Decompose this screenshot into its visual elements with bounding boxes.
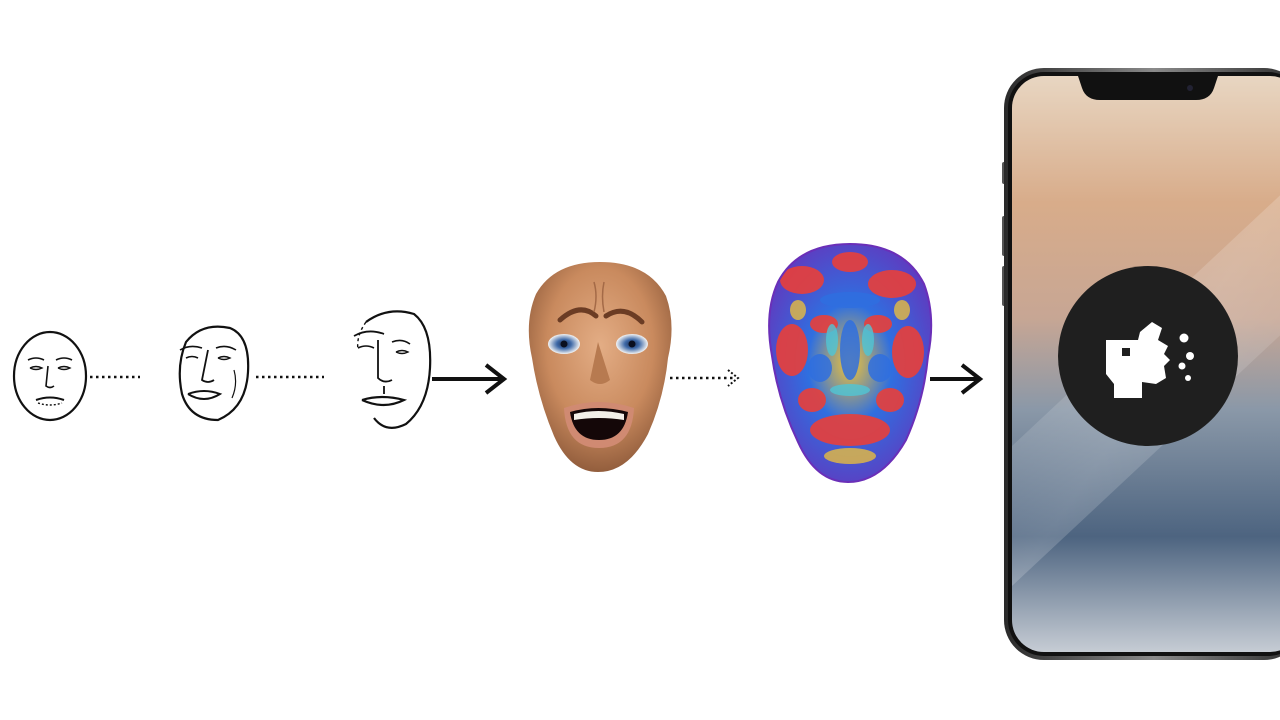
rendered-fear-face: [528, 262, 672, 472]
dotted-connector-1: [90, 375, 140, 379]
face-particles-icon: [1106, 322, 1194, 398]
sketch-profile-face: [353, 310, 432, 429]
dotted-arrow: [670, 369, 740, 387]
sketch-three-quarter-face: [178, 325, 250, 422]
deformation-heatmap-face: [768, 242, 933, 484]
app-badge[interactable]: [1058, 266, 1238, 446]
sketch-front-face: [12, 330, 88, 422]
solid-arrow-2: [930, 363, 984, 395]
solid-arrow-1: [432, 363, 508, 395]
dotted-connector-2: [256, 375, 324, 379]
